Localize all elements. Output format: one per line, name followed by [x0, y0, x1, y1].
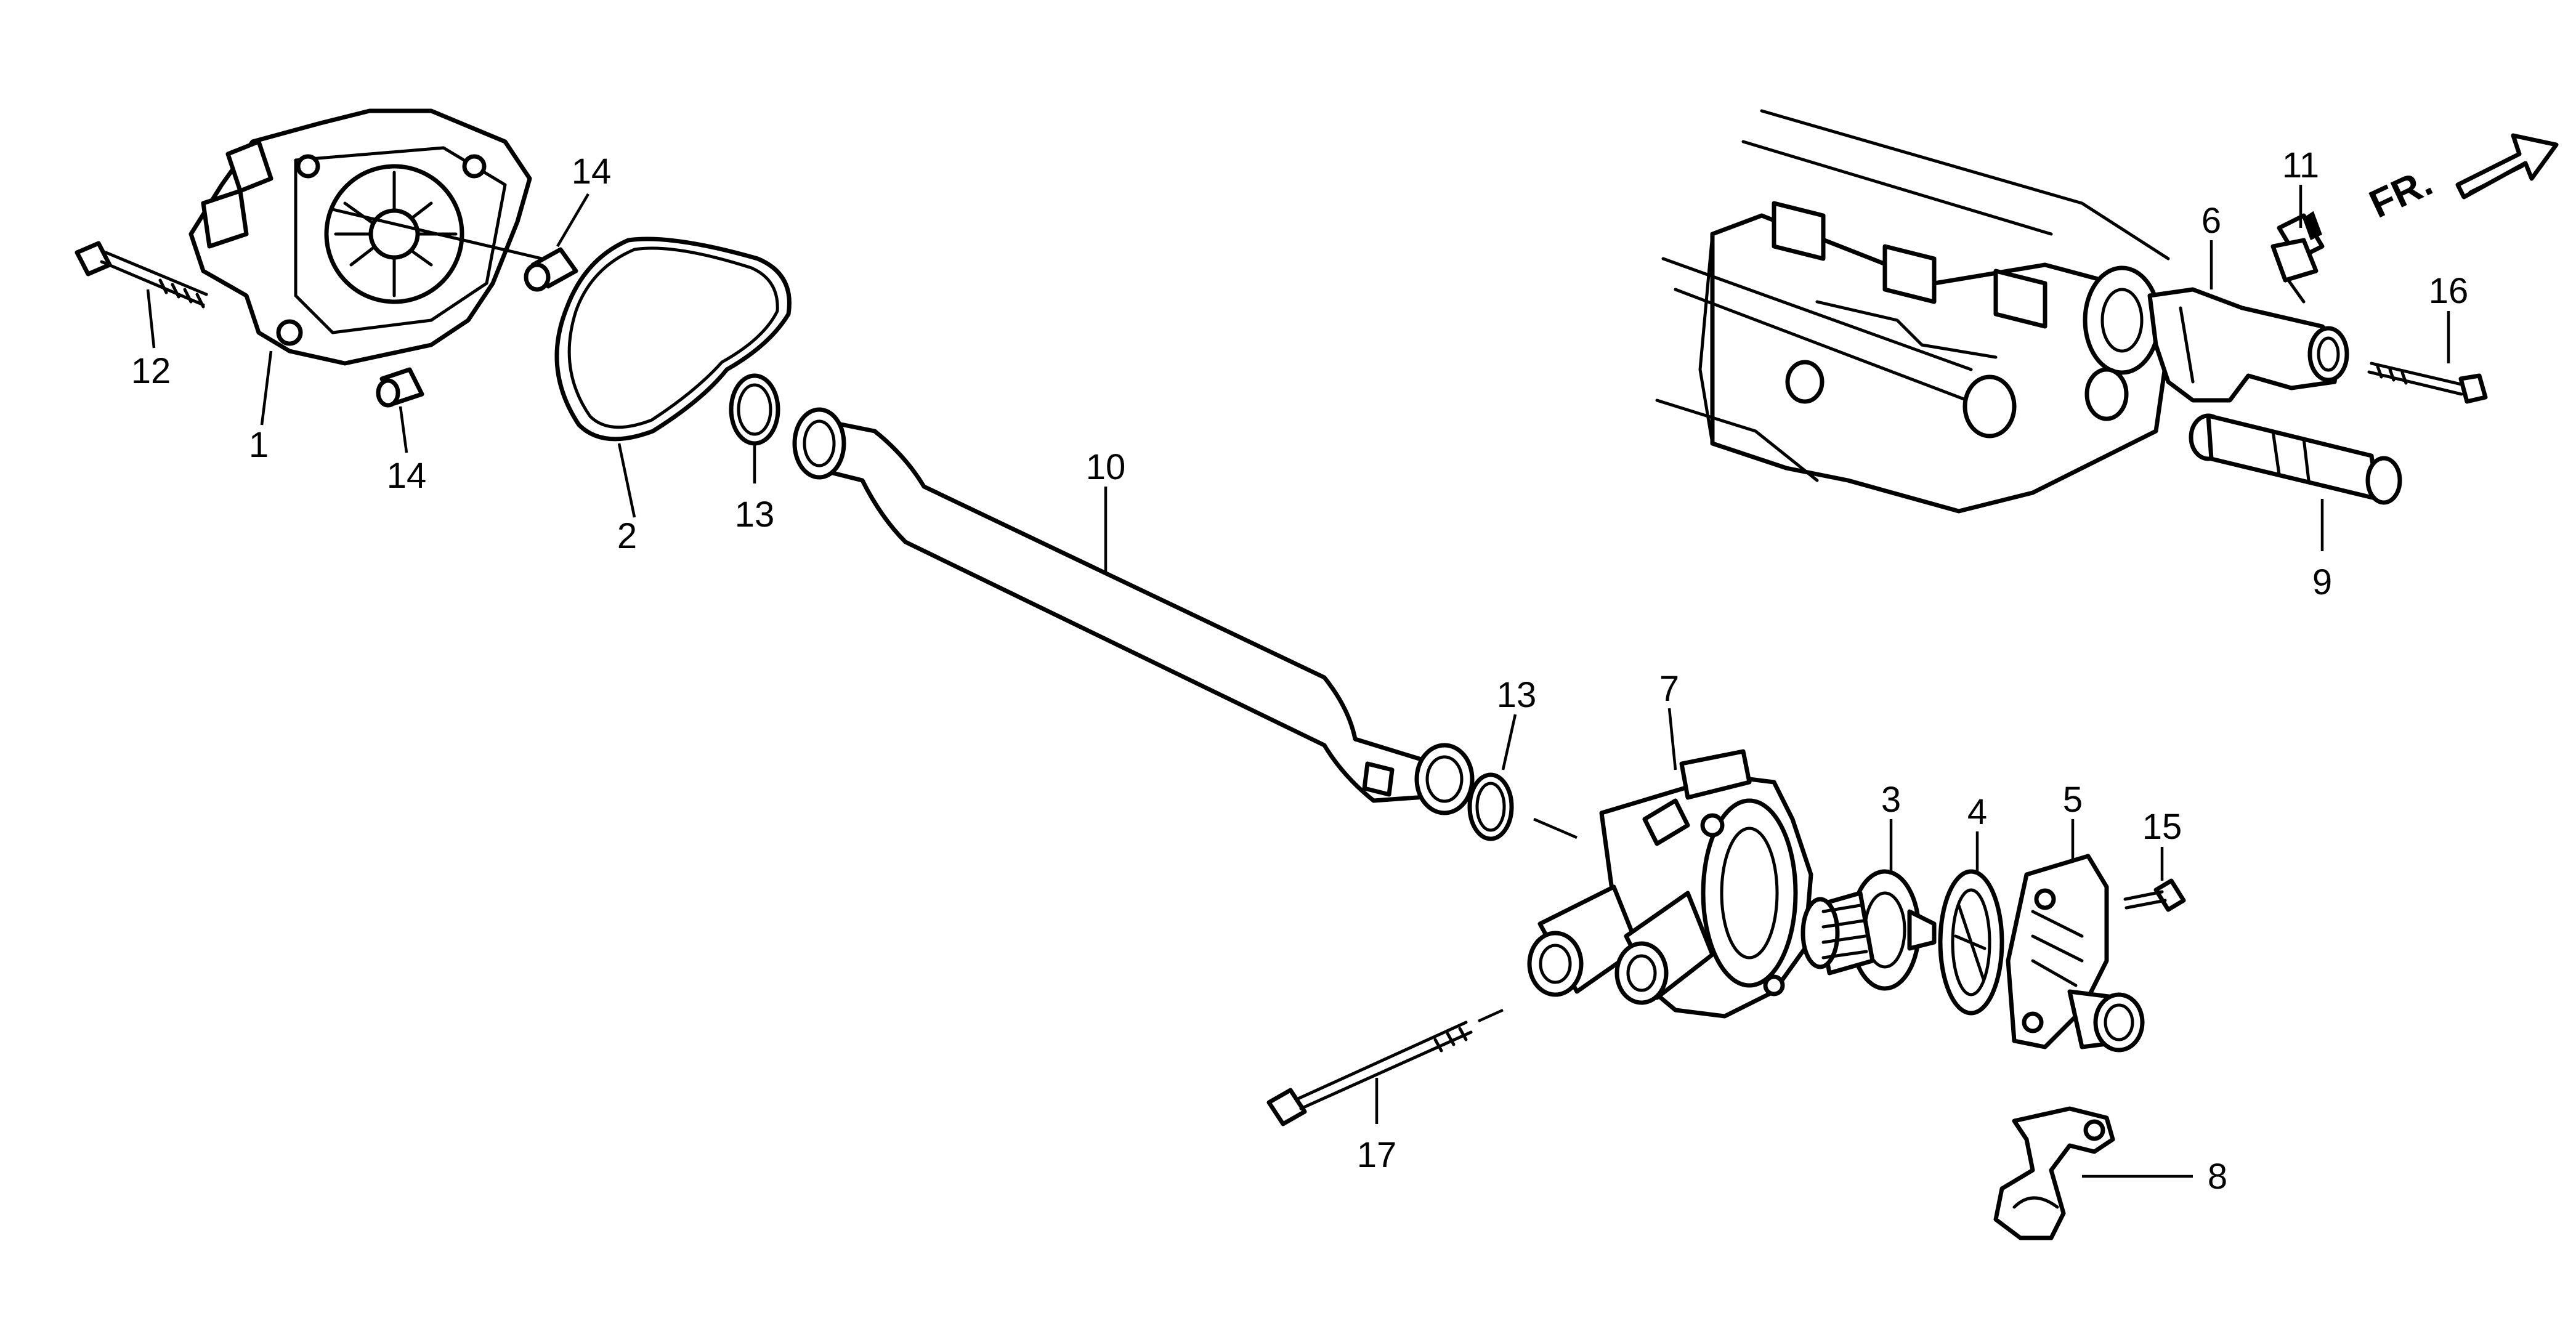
bracket [1993, 1106, 2115, 1240]
bypass-pipe [2189, 413, 2402, 505]
o-ring-13-lower [1467, 772, 1514, 841]
callout-13-lower: 13 [1497, 675, 1537, 715]
thermostat-cover [2006, 854, 2145, 1053]
water-pump-gasket [554, 236, 792, 442]
callout-2: 2 [617, 516, 637, 556]
bolt-16 [2367, 362, 2488, 404]
water-pump [188, 108, 544, 366]
front-direction-label: FR. [2362, 160, 2439, 227]
dowel-pin-lower [376, 367, 424, 408]
callout-13-upper: 13 [735, 495, 775, 535]
callout-5: 5 [2063, 780, 2083, 820]
o-ring-13-upper [729, 373, 780, 446]
callout-17: 17 [1357, 1135, 1397, 1175]
water-pipe [792, 407, 1475, 815]
callout-10: 10 [1086, 447, 1126, 487]
bolt-12 [75, 241, 208, 309]
callout-6: 6 [2201, 201, 2221, 241]
bolt-17 [1266, 1008, 1504, 1126]
dowel-pin-upper [524, 247, 578, 292]
water-outlet [2147, 287, 2349, 403]
callout-8: 8 [2208, 1157, 2227, 1197]
temperature-sensor [2270, 211, 2325, 304]
callout-16: 16 [2429, 271, 2469, 311]
front-arrow-icon [2455, 133, 2559, 200]
leader-lines [146, 185, 2450, 1178]
callout-1: 1 [249, 425, 269, 465]
callout-12: 12 [131, 351, 171, 391]
callout-15: 15 [2142, 807, 2182, 847]
callout-11: 11 [2282, 145, 2319, 185]
callout-labels: 1 2 3 4 5 6 7 8 9 10 11 12 13 13 14 14 1… [131, 145, 2469, 1197]
front-direction-marker: FR. [2362, 133, 2559, 227]
callout-4: 4 [1967, 792, 1987, 832]
callout-14-lower: 14 [387, 456, 427, 496]
callout-3: 3 [1881, 780, 1901, 820]
thermostat-housing [1527, 749, 1813, 1019]
callout-14-upper: 14 [572, 152, 612, 192]
engine-block-drawing [1655, 109, 2171, 514]
callout-9: 9 [2312, 562, 2332, 602]
thermostat [1800, 869, 1937, 991]
callout-7: 7 [1659, 669, 1679, 709]
thermostat-seal [1938, 869, 2004, 1016]
bolt-15 [2123, 878, 2186, 912]
